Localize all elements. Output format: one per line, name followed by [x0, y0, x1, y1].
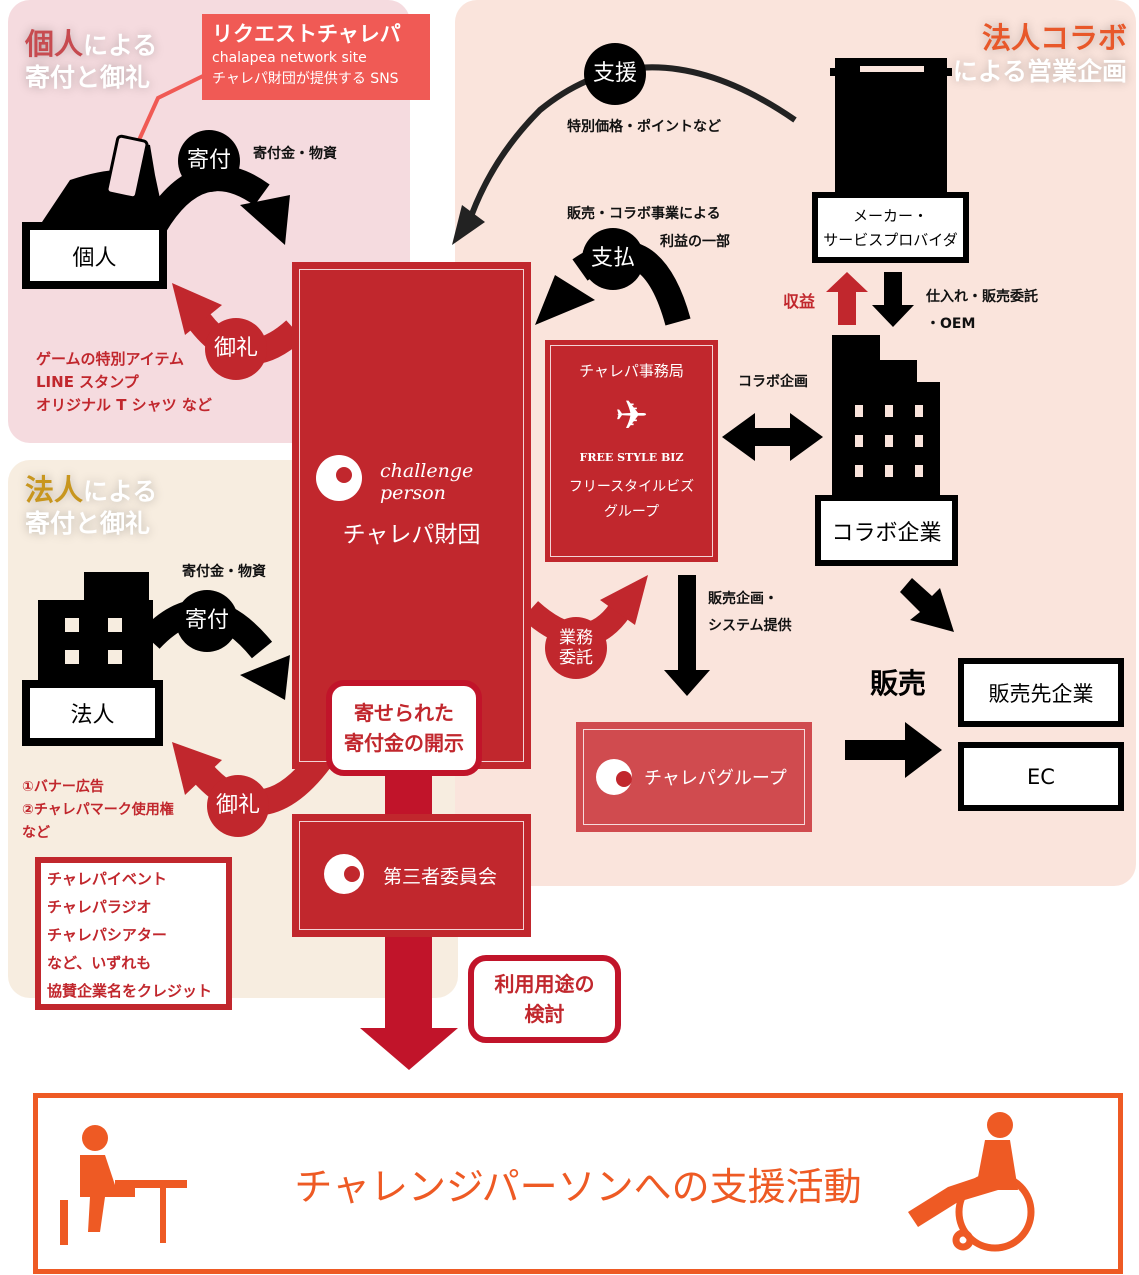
maker-box: メーカー・ サービスプロバイダ	[812, 192, 969, 263]
payment-badge: 支払	[582, 228, 644, 290]
usage-line: 検討	[524, 1002, 565, 1026]
reward-item: ①バナー広告	[22, 779, 104, 795]
heading-accent: 法人	[25, 473, 84, 507]
office-box[interactable]: チャレパ事務局 ✈ FREE STYLE BIZ フリースタイルビズ グループ	[545, 340, 718, 562]
foundation-name: チャレパ財団	[342, 522, 481, 548]
revenue-arrow	[826, 272, 868, 325]
request-line1: chalapea network site	[212, 50, 367, 66]
disclosure-line: 寄せられた	[354, 701, 454, 725]
collab-double-arrow	[722, 413, 823, 461]
collab-building-icon	[832, 335, 940, 500]
group-name: チャレパグループ	[644, 768, 787, 789]
committee-name: 第三者委員会	[383, 866, 498, 888]
freestyle-figure-icon: ✈	[614, 393, 649, 439]
usage-review-box: 利用用途の 検討	[468, 955, 621, 1043]
group-box[interactable]: チャレパグループ	[576, 722, 812, 832]
revenue-label: 収益	[783, 292, 816, 311]
request-chalepa-box[interactable]: リクエストチャレパ chalapea network site チャレパ財団が提…	[202, 14, 430, 100]
collab-plan-label: コラボ企画	[738, 374, 808, 390]
office-name2: グループ	[603, 504, 660, 520]
donate-items-label: 寄付金・物資	[182, 564, 266, 580]
corporate-heading: 法人による寄付と御礼	[25, 474, 157, 540]
office-name1: フリースタイルビズ	[568, 479, 695, 495]
individual-heading: 個人による寄付と御礼	[25, 28, 157, 94]
outsource-badge: 業務 委託	[545, 617, 607, 679]
disclosure-box: 寄せられた 寄付金の開示	[326, 680, 482, 776]
maker-building-icon	[830, 58, 952, 194]
ec-box: EC	[958, 742, 1124, 811]
ec-arrow	[845, 722, 942, 778]
sales-plan-note1: 販売企画・	[708, 591, 778, 607]
reward-item: オリジナル T シャツ など	[36, 396, 212, 414]
reward-item: LINE スタンプ	[36, 373, 139, 391]
challenge-person-logo-icon	[596, 759, 632, 795]
heading-line2: による営業企画	[952, 57, 1127, 86]
credit-item: など、いずれも	[47, 954, 152, 972]
heading-accent: 個人	[25, 27, 84, 61]
donate-badge: 寄付	[178, 130, 240, 192]
maker-line: メーカー・	[852, 206, 928, 225]
support-arrow	[465, 64, 797, 226]
outsource-line: 業務	[559, 628, 593, 648]
individual-rewards-list: ゲームの特別アイテム LINE スタンプ オリジナル T シャツ など	[36, 348, 212, 417]
thanks-badge: 御礼	[207, 775, 269, 837]
support-note: 特別価格・ポイントなど	[567, 119, 721, 135]
office-brand: FREE STYLE BIZ	[579, 451, 684, 464]
flow-arrowhead	[360, 1028, 458, 1070]
donate-badge: 寄付	[176, 590, 238, 652]
payment-note2: 利益の一部	[660, 234, 730, 250]
sales-plan-note2: システム提供	[708, 618, 792, 634]
challenge-person-logo-icon	[316, 455, 362, 501]
outsource-line: 委託	[559, 648, 593, 668]
logo-text: challenge person	[380, 460, 474, 504]
sales-plan-arrow	[664, 575, 710, 696]
supply-note2: ・OEM	[926, 316, 976, 332]
credit-item: チャレパシアター	[47, 926, 167, 944]
request-title: リクエストチャレパ	[212, 22, 401, 46]
corporate-rewards-list: ①バナー広告 ②チャレパマーク使用権 など	[22, 776, 174, 845]
credit-item: 協賛企業名をクレジット	[47, 982, 213, 1000]
credit-item: チャレパラジオ	[47, 898, 152, 916]
support-activities-title: チャレンジパーソンへの支援活動	[294, 1165, 862, 1209]
individual-box: 個人	[22, 222, 167, 289]
support-badge: 支援	[584, 43, 646, 105]
corporate-box: 法人	[22, 680, 163, 746]
reward-item: ゲームの特別アイテム	[36, 350, 185, 368]
usage-line: 利用用途の	[494, 972, 595, 996]
heading-rest: による	[83, 31, 158, 60]
disclosure-line: 寄付金の開示	[344, 731, 464, 755]
credit-item: チャレパイベント	[47, 870, 167, 888]
heading-line2: 寄付と御礼	[25, 509, 151, 538]
office-title: チャレパ事務局	[579, 362, 684, 380]
collab-company-box: コラボ企業	[815, 495, 958, 566]
collab-heading: 法人コラボによる営業企画	[953, 22, 1127, 88]
challenge-person-logo-icon	[324, 854, 364, 894]
support-activities-box: チャレンジパーソンへの支援活動	[33, 1093, 1123, 1274]
committee-box[interactable]: 第三者委員会	[292, 814, 531, 937]
request-line2: チャレパ財団が提供する SNS	[212, 71, 399, 87]
sales-diagonal-arrow	[900, 578, 954, 632]
heading-accent: 法人コラボ	[981, 21, 1127, 55]
customer-box: 販売先企業	[958, 658, 1124, 727]
supply-arrow	[872, 272, 914, 327]
supply-note1: 仕入れ・販売委託	[926, 289, 1038, 305]
payment-note1: 販売・コラボ事業による	[567, 206, 721, 222]
corporate-building-icon	[38, 572, 153, 680]
heading-line2: 寄付と御礼	[25, 63, 151, 92]
donate-items-label: 寄付金・物資	[253, 146, 337, 162]
thanks-badge: 御礼	[205, 318, 267, 380]
credit-list-box: チャレパイベント チャレパラジオ チャレパシアター など、いずれも 協賛企業名を…	[35, 857, 232, 1010]
maker-line: サービスプロバイダ	[823, 230, 958, 249]
reward-item: など	[22, 825, 50, 841]
arrowhead	[240, 195, 290, 245]
sales-label: 販売	[870, 667, 927, 700]
reward-item: ②チャレパマーク使用権	[22, 802, 174, 818]
heading-rest: による	[83, 477, 158, 506]
